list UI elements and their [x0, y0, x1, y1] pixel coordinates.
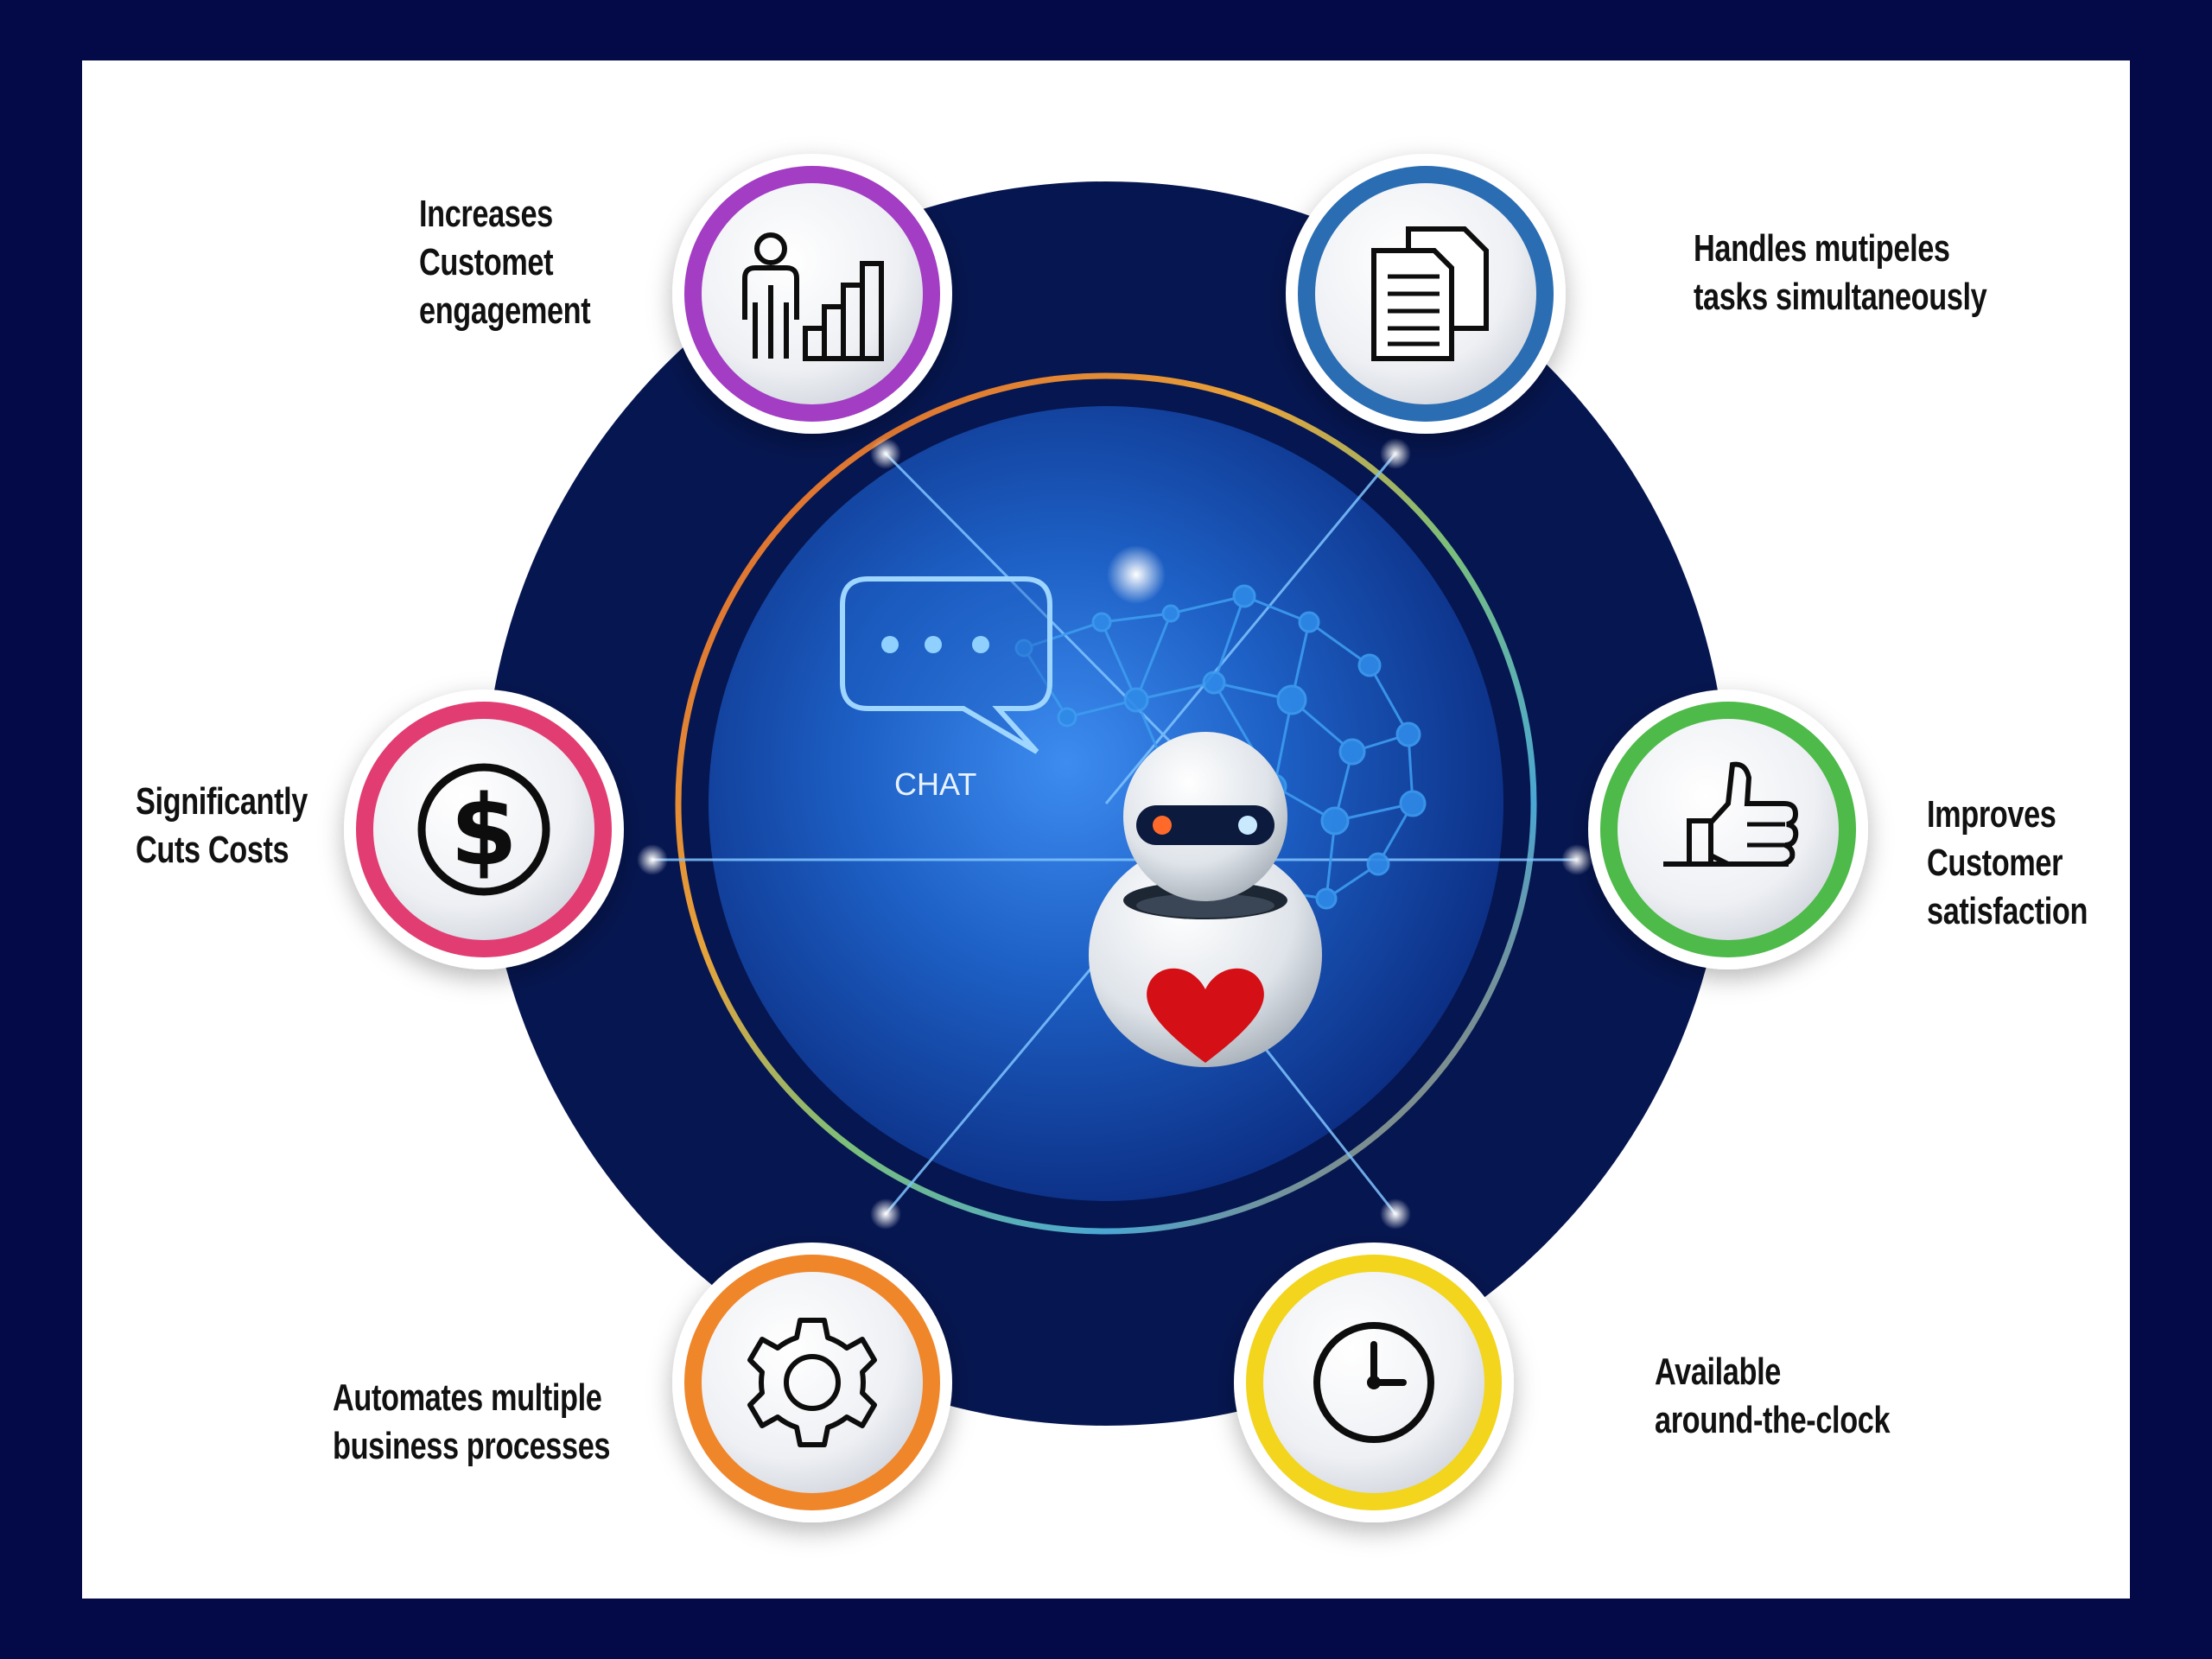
feature-disc-costs: $ — [344, 690, 624, 969]
label-line: business processes — [333, 1425, 611, 1467]
chat-bubble-icon — [840, 576, 1052, 754]
label-line: Available — [1655, 1351, 1781, 1393]
feature-discs: $ — [344, 154, 1868, 1522]
gear-icon — [747, 1318, 877, 1447]
label-satisfaction: Improves Customer satisfaction — [1927, 791, 2088, 936]
orbit-ring — [675, 372, 1537, 1235]
label-line: Improves — [1927, 793, 2056, 836]
label-costs: Significantly Cuts Costs — [136, 778, 308, 874]
label-line: Increases — [419, 193, 553, 235]
label-line: Customet — [419, 241, 554, 283]
label-line: Handles mutipeles — [1694, 227, 1950, 270]
feature-disc-multitask — [1286, 154, 1566, 434]
chatbot-benefits-diagram: CHAT $ — [344, 154, 1868, 1522]
documents-icon — [1371, 226, 1489, 361]
robot-icon — [1089, 732, 1322, 1067]
chat-label: CHAT — [894, 766, 976, 802]
label-line: Customer — [1927, 842, 2063, 884]
thumbs-up-icon — [1663, 761, 1799, 867]
label-line: satisfaction — [1927, 890, 2088, 932]
feature-disc-satisfaction — [1588, 690, 1868, 969]
label-multitask: Handles mutipeles tasks simultaneously — [1694, 225, 1987, 321]
label-line: Automates multiple — [333, 1376, 602, 1419]
feature-disc-availability — [1234, 1243, 1514, 1522]
label-line: engagement — [419, 289, 591, 332]
label-line: around-the-clock — [1655, 1399, 1891, 1441]
clock-icon — [1313, 1322, 1434, 1443]
label-automation: Automates multiple business processes — [333, 1374, 610, 1471]
feature-disc-engagement — [672, 154, 952, 434]
person-bar-chart-icon — [742, 232, 884, 361]
label-availability: Available around-the-clock — [1655, 1348, 1891, 1445]
infographic-panel: CHAT $ Increases Customet engagement Han… — [82, 60, 2130, 1599]
label-line: tasks simultaneously — [1694, 276, 1987, 318]
label-line: Significantly — [136, 780, 308, 823]
label-line: Cuts Costs — [136, 829, 289, 871]
connector-dots — [637, 438, 1592, 1230]
label-engagement: Increases Customet engagement — [419, 190, 591, 335]
dollar-icon: $ — [417, 763, 550, 896]
svg-text:$: $ — [450, 775, 518, 887]
heart-icon — [1147, 968, 1264, 1063]
feature-disc-automation — [672, 1243, 952, 1522]
